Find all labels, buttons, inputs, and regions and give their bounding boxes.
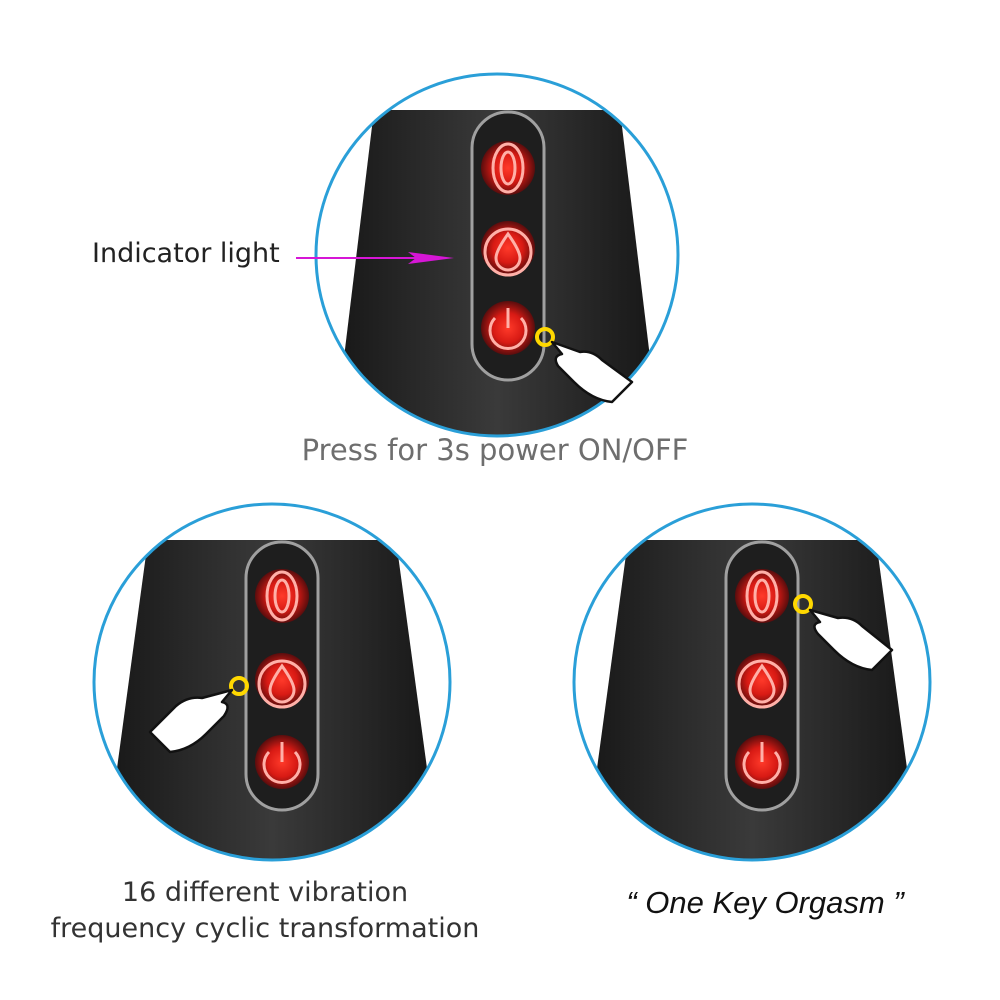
power-label: Press for 3s power ON/OFF xyxy=(301,433,689,467)
ring-border xyxy=(314,72,680,438)
panel-power xyxy=(312,70,682,440)
indicator-light-label: Indicator light xyxy=(92,238,280,269)
zero-icon xyxy=(481,141,535,195)
pointing-hand-icon xyxy=(148,676,249,754)
power-icon[interactable] xyxy=(481,301,535,355)
drop-icon xyxy=(735,653,789,709)
one-key-label: “ One Key Orgasm ” xyxy=(626,885,904,920)
power-icon xyxy=(735,735,789,789)
drop-icon[interactable] xyxy=(255,653,309,709)
pointing-hand-icon xyxy=(535,327,634,404)
vibration-label-line1: 16 different vibration xyxy=(121,877,409,908)
panel-vibration xyxy=(90,500,454,864)
ring-border xyxy=(92,502,452,862)
arrow-icon xyxy=(296,252,454,264)
zero-icon[interactable] xyxy=(735,569,789,623)
panel-orgasm xyxy=(570,500,934,864)
vibration-label-line2: frequency cyclic transformation xyxy=(50,913,480,944)
drop-icon xyxy=(481,221,535,277)
power-icon xyxy=(255,735,309,789)
ring-border xyxy=(572,502,932,862)
vibration-label: 16 different vibration frequency cyclic … xyxy=(30,875,500,947)
pointing-hand-icon xyxy=(793,594,894,672)
zero-icon xyxy=(255,569,309,623)
